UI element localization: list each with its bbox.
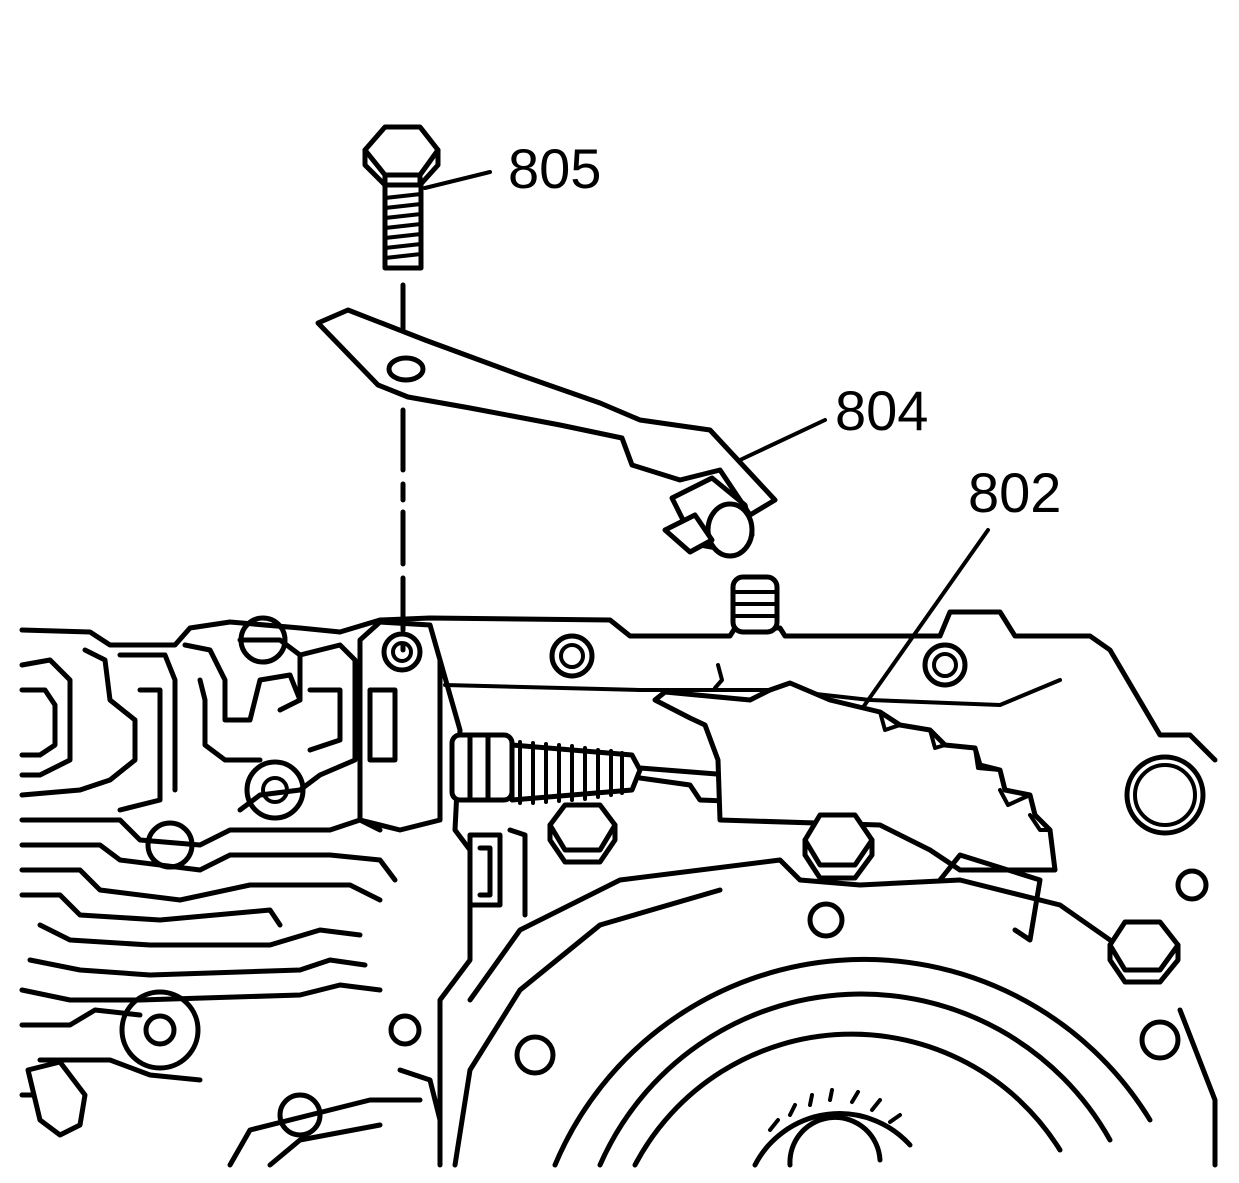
callout-805: 805 [508,137,601,200]
detent-lever-804 [315,307,778,559]
leader-805 [423,170,492,190]
callout-802: 802 [968,461,1061,524]
case-flange [452,852,1218,1168]
housing-bolts [547,802,1181,985]
bolt-805 [362,124,441,271]
detent-plate-802 [652,663,1058,873]
callout-804: 804 [835,379,928,442]
leader-804 [738,418,827,462]
valve-body-housing [19,574,1218,1168]
valve-body-channels [19,615,528,1168]
